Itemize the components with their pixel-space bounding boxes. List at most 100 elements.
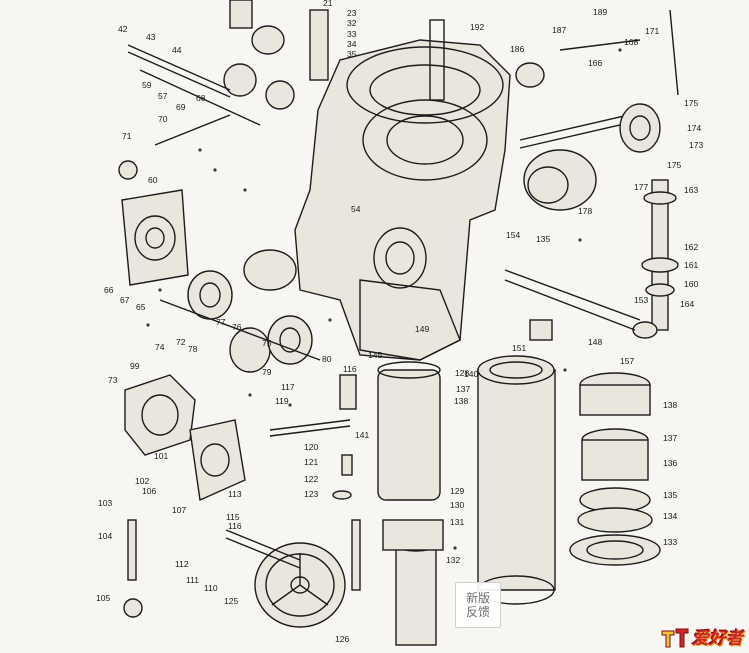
part-number-label: 129	[450, 486, 464, 496]
part-number-label: 192	[470, 22, 484, 32]
part-number-label: 59	[142, 80, 152, 90]
part-number-label: 112	[175, 559, 189, 569]
part-number-label: 102	[135, 476, 149, 486]
part-number-label: 21	[323, 0, 333, 8]
feedback-button[interactable]: 新版 反馈	[455, 582, 501, 628]
feedback-line-1: 新版	[465, 591, 490, 605]
part-number-label: 121	[304, 457, 318, 467]
part-number-label: 78	[188, 344, 198, 354]
part-number-label: 126	[335, 634, 349, 644]
part-number-label: 107	[172, 505, 186, 515]
part-number-label: 154	[506, 230, 520, 240]
part-number-label: 178	[578, 206, 592, 216]
part-number-label: 101	[154, 451, 168, 461]
part-number-label: 32	[347, 18, 357, 28]
part-number-label: 67	[120, 295, 130, 305]
part-number-label: 145	[368, 350, 382, 360]
horizontal-shaft-assembly	[515, 9, 679, 211]
main-body-casting	[294, 19, 511, 361]
part-number-labels: 4243445957696870716066676574739910110210…	[96, 0, 703, 644]
watermark-text: 爱好者	[692, 629, 743, 649]
part-number-label: 104	[98, 531, 112, 541]
part-number-label: 79	[262, 367, 272, 377]
part-number-label: 70	[158, 114, 168, 124]
part-number-label: 122	[304, 474, 318, 484]
part-number-label: 187	[552, 25, 566, 35]
part-number-label: 113	[228, 489, 242, 499]
part-number-label: 166	[588, 58, 602, 68]
part-number-label: 54	[351, 204, 361, 214]
watermark-logo-icon	[661, 628, 689, 647]
part-number-label: 131	[450, 517, 464, 527]
part-number-label: 161	[684, 260, 698, 270]
part-number-label: 44	[172, 45, 182, 55]
part-number-label: 135	[536, 234, 550, 244]
part-number-label: 43	[146, 32, 156, 42]
part-number-label: 153	[634, 295, 648, 305]
part-number-label: 103	[98, 498, 112, 508]
part-number-label: 69	[176, 102, 186, 112]
part-number-label: 135	[663, 490, 677, 500]
part-number-label: 75	[262, 338, 272, 348]
part-number-label: 34	[347, 39, 357, 49]
part-number-label: 119	[275, 396, 289, 406]
part-number-label: 117	[281, 382, 295, 392]
part-number-label: 174	[687, 123, 701, 133]
part-number-label: 132	[446, 555, 460, 565]
part-number-label: 175	[684, 98, 698, 108]
part-number-label: 130	[450, 500, 464, 510]
part-number-label: 162	[684, 242, 698, 252]
part-number-label: 148	[588, 337, 602, 347]
part-number-label: 71	[122, 131, 132, 141]
part-number-label: 164	[680, 299, 694, 309]
part-number-label: 105	[96, 593, 110, 603]
part-number-label: 168	[624, 37, 638, 47]
part-number-label: 77	[216, 317, 226, 327]
flange-plate	[121, 189, 189, 286]
part-number-label: 65	[136, 302, 146, 312]
part-number-label: 189	[593, 7, 607, 17]
part-number-label: 111	[186, 575, 199, 585]
part-number-label: 149	[415, 324, 429, 334]
part-number-label: 151	[512, 343, 526, 353]
site-watermark: 爱好者	[660, 624, 743, 649]
part-number-label: 175	[667, 160, 681, 170]
top-left-gears	[127, 0, 329, 146]
part-number-label: 141	[355, 430, 369, 440]
feedback-line-2: 反馈	[465, 605, 490, 619]
part-number-label: 76	[232, 322, 242, 332]
part-number-label: 68	[196, 93, 206, 103]
part-number-label: 138	[663, 400, 677, 410]
part-number-label: 137	[456, 384, 470, 394]
part-number-label: 171	[645, 26, 659, 36]
part-number-label: 138	[454, 396, 468, 406]
part-number-label: 125	[224, 596, 238, 606]
part-number-label: 134	[663, 511, 677, 521]
part-number-label: 157	[620, 356, 634, 366]
part-number-label: 35	[347, 49, 357, 59]
part-number-label: 74	[155, 342, 165, 352]
lever-assembly	[504, 269, 641, 341]
quill-cylinder	[477, 355, 556, 605]
gearbox-housing	[124, 374, 246, 502]
part-number-label: 186	[510, 44, 524, 54]
part-number-label: 160	[684, 279, 698, 289]
part-number-label: 110	[204, 583, 218, 593]
part-number-label: 123	[304, 489, 318, 499]
hardware-specks	[146, 48, 622, 550]
part-number-label: 136	[663, 458, 677, 468]
part-number-label: 66	[104, 285, 114, 295]
part-number-label: 116	[228, 521, 242, 531]
handle-knob	[118, 160, 143, 618]
part-number-label: 140	[464, 369, 478, 379]
part-number-label: 128	[455, 368, 469, 378]
part-number-label: 99	[130, 361, 140, 371]
part-number-label: 173	[689, 140, 703, 150]
part-number-label: 120	[304, 442, 318, 452]
part-number-label: 60	[148, 175, 158, 185]
part-number-label: 106	[142, 486, 156, 496]
lower-shafts	[225, 374, 361, 591]
handwheel	[254, 542, 346, 628]
